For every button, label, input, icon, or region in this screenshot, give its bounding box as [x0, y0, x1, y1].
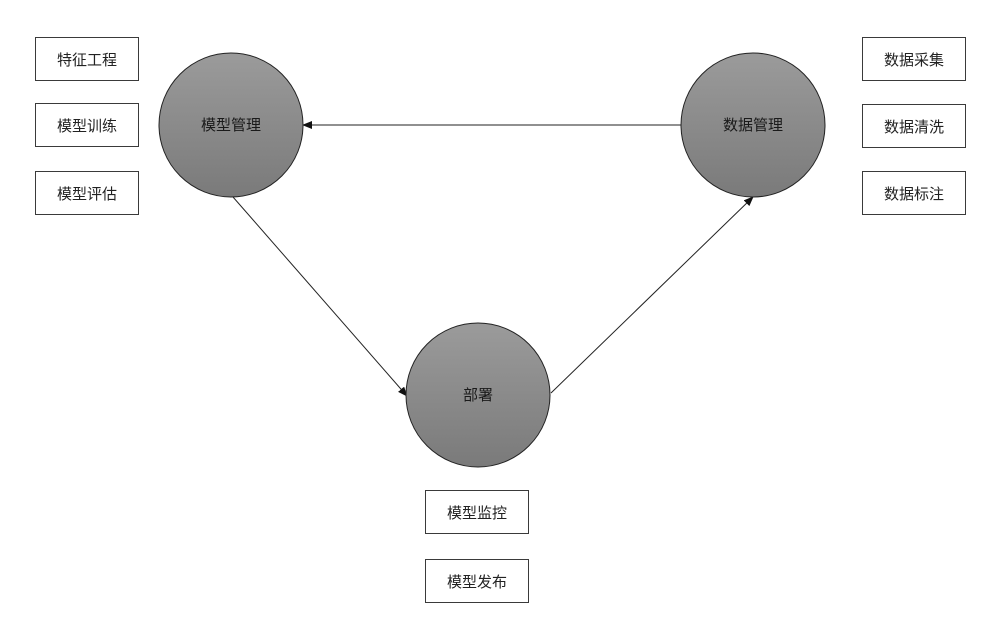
node-deployment: 部署	[405, 322, 551, 468]
node-data-management: 数据管理	[680, 52, 826, 198]
node-data-management-label: 数据管理	[723, 116, 783, 134]
arrow-deployment-to-data	[550, 196, 754, 394]
arrow-model-to-deployment	[232, 196, 408, 397]
task-box-model-evaluation: 模型评估	[35, 171, 139, 215]
task-box-model-monitoring: 模型监控	[425, 490, 529, 534]
task-box-data-collection: 数据采集	[862, 37, 966, 81]
task-box-model-release: 模型发布	[425, 559, 529, 603]
task-box-model-training: 模型训练	[35, 103, 139, 147]
task-box-data-cleaning: 数据清洗	[862, 104, 966, 148]
node-model-management-label: 模型管理	[201, 116, 261, 134]
task-box-data-labeling: 数据标注	[862, 171, 966, 215]
node-model-management: 模型管理	[158, 52, 304, 198]
task-box-feature-engineering: 特征工程	[35, 37, 139, 81]
node-deployment-label: 部署	[463, 386, 493, 404]
